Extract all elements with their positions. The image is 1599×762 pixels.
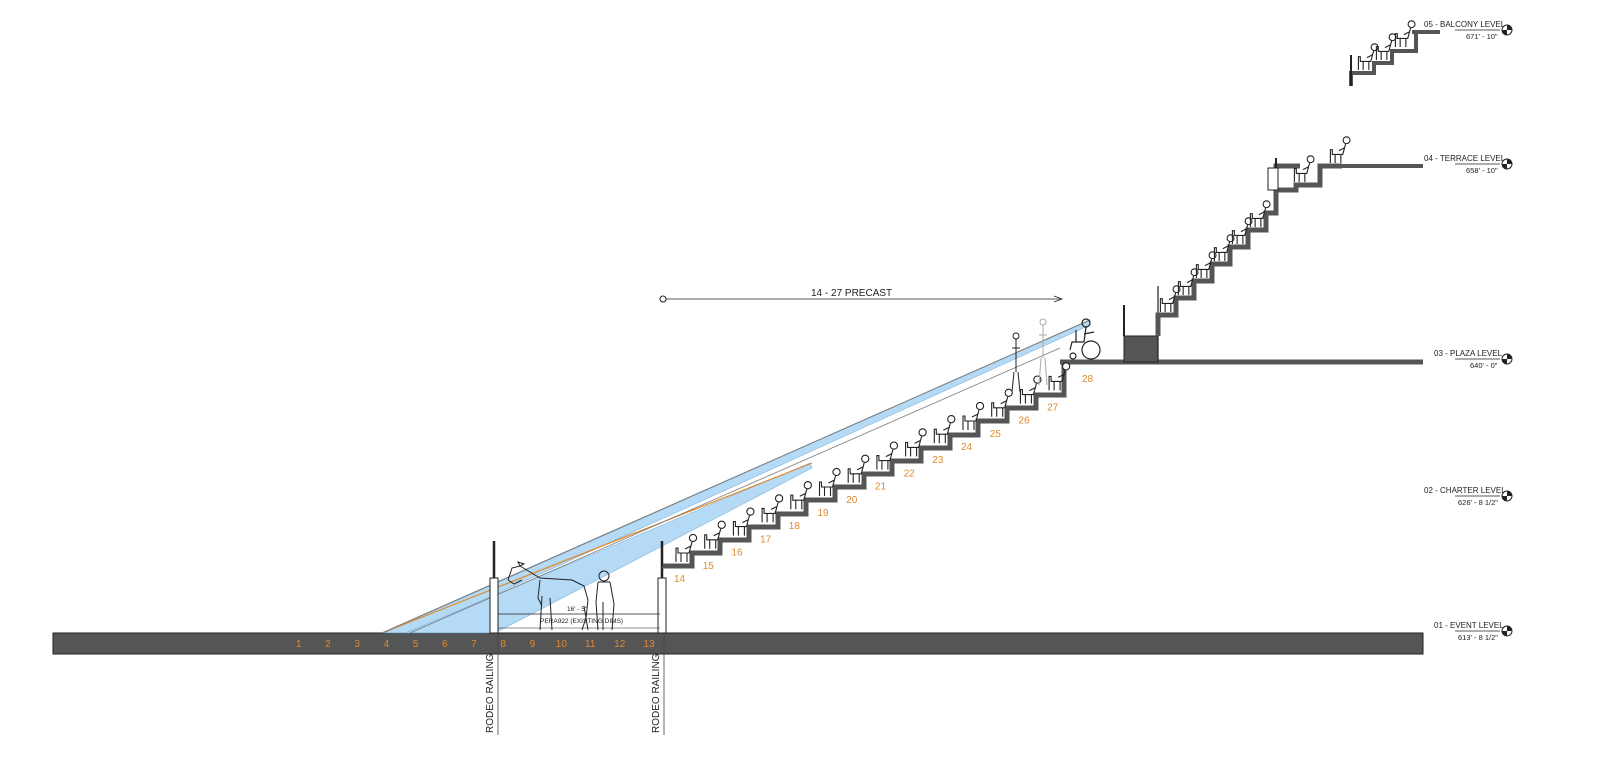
seat-row-number: 23 [932, 455, 944, 466]
wheelchair-figure [1069, 318, 1101, 360]
rodeo-railing-label-1: RODEO RAILING [485, 653, 496, 733]
seat-row-number: 18 [789, 521, 801, 532]
sightline-orange [381, 462, 813, 634]
floor-row-number: 2 [325, 639, 331, 650]
seat-row-number: 25 [990, 429, 1002, 440]
seated-spectator [905, 428, 927, 457]
floor-row-number: 1 [296, 639, 302, 650]
upper-bowl-risers [1155, 163, 1300, 336]
seat-row-number: 21 [875, 482, 887, 493]
seat-row-number: 14 [674, 574, 686, 585]
seat-row-numbers: 14 15 16 17 18 19 20 21 22 23 24 25 26 27 28 [674, 374, 1094, 585]
level-elevation-balcony: 671' - 10" [1466, 32, 1498, 41]
seat-row-number: 19 [818, 508, 830, 519]
sightline-fill-lower [404, 462, 813, 634]
floor-row-number: 8 [500, 639, 506, 650]
horse-figure [507, 561, 589, 631]
level-name-charter: 02 - CHARTER LEVEL [1424, 486, 1506, 495]
floor-row-number: 13 [643, 639, 655, 650]
seat-row-number: 15 [703, 561, 715, 572]
level-marker-charter: 02 - CHARTER LEVEL 626' - 8 1/2" [1424, 486, 1513, 507]
seat-row-number: 26 [1018, 416, 1030, 427]
plaza-structure-block [1123, 335, 1159, 363]
seated-spectator [1249, 200, 1271, 227]
level-name-plaza: 03 - PLAZA LEVEL [1434, 349, 1503, 358]
seated-spectator [962, 401, 985, 430]
level-elevation-event: 613' - 8 1/2" [1458, 633, 1498, 642]
seat-row-number: 28 [1082, 374, 1094, 385]
level-elevation-plaza: 640' - 0" [1470, 361, 1498, 370]
seated-spectator [704, 520, 726, 549]
seated-spectator [933, 415, 956, 444]
person-figure [595, 570, 615, 631]
terrace-risers [1276, 163, 1342, 193]
floor-row-number: 9 [530, 639, 536, 650]
seat-row-number: 22 [904, 468, 916, 479]
seat-row-number: 17 [760, 534, 772, 545]
railing-dimension: 16' - 5" PERA922 (EXISTING DIMS) [498, 606, 660, 629]
balcony-risers [1349, 32, 1418, 86]
seated-spectator [1375, 33, 1397, 60]
precast-dimension: 14 - 27 PRECAST [659, 288, 1064, 303]
floor-row-number: 4 [384, 639, 390, 650]
level-name-event: 01 - EVENT LEVEL [1434, 621, 1504, 630]
seat-row-number: 27 [1047, 402, 1059, 413]
seated-spectator [1394, 20, 1416, 47]
rodeo-railing-label-2: RODEO RAILING [651, 653, 662, 733]
floor-row-number: 7 [471, 639, 477, 650]
seated-spectator [1329, 136, 1351, 163]
level-marker-balcony: 05 - BALCONY LEVEL 671' - 10" [1424, 20, 1513, 41]
floor-row-number: 10 [556, 639, 568, 650]
sightline-gray [381, 319, 1091, 634]
seated-spectator [991, 388, 1013, 417]
seated-spectator [675, 533, 698, 562]
level-elevation-terrace: 658' - 10" [1466, 166, 1498, 175]
floor-row-number: 6 [442, 639, 448, 650]
seat-figures [675, 362, 1071, 562]
seat-row-number: 24 [961, 442, 973, 453]
dimension-reference: PERA922 (EXISTING DIMS) [540, 618, 623, 625]
seat-row-number: 20 [846, 495, 858, 506]
dimension-value: 16' - 5" [567, 606, 588, 613]
sightlines [381, 319, 1091, 634]
seated-spectator [732, 507, 755, 536]
floor-row-number: 3 [354, 639, 360, 650]
level-marker-plaza: 03 - PLAZA LEVEL 640' - 0" [1434, 349, 1513, 370]
floor-row-number: 12 [614, 639, 626, 650]
seated-spectator [761, 494, 784, 523]
upper-seat-figures [1159, 20, 1416, 312]
seated-spectator [847, 454, 870, 483]
level-name-balcony: 05 - BALCONY LEVEL [1424, 20, 1506, 29]
floor-row-number: 5 [413, 639, 419, 650]
level-floor-lines [1060, 30, 1440, 365]
seated-spectator [1048, 362, 1071, 391]
seated-spectator [818, 467, 841, 496]
floor-row-number: 11 [585, 639, 596, 650]
seat-row-number: 16 [731, 548, 743, 559]
level-elevation-charter: 626' - 8 1/2" [1458, 498, 1498, 507]
lower-bowl-risers [662, 362, 1067, 569]
seated-spectator [790, 481, 812, 510]
seated-spectator [1293, 155, 1315, 182]
level-marker-terrace: 04 - TERRACE LEVEL 658' - 10" [1424, 154, 1513, 175]
level-marker-event: 01 - EVENT LEVEL 613' - 8 1/2" [1434, 621, 1513, 642]
precast-label: 14 - 27 PRECAST [811, 288, 892, 299]
event-level-slab [52, 632, 1424, 655]
seated-spectator [876, 441, 899, 470]
standing-figures [1011, 318, 1048, 393]
sightline-gray-2 [409, 347, 1061, 634]
level-name-terrace: 04 - TERRACE LEVEL [1424, 154, 1506, 163]
